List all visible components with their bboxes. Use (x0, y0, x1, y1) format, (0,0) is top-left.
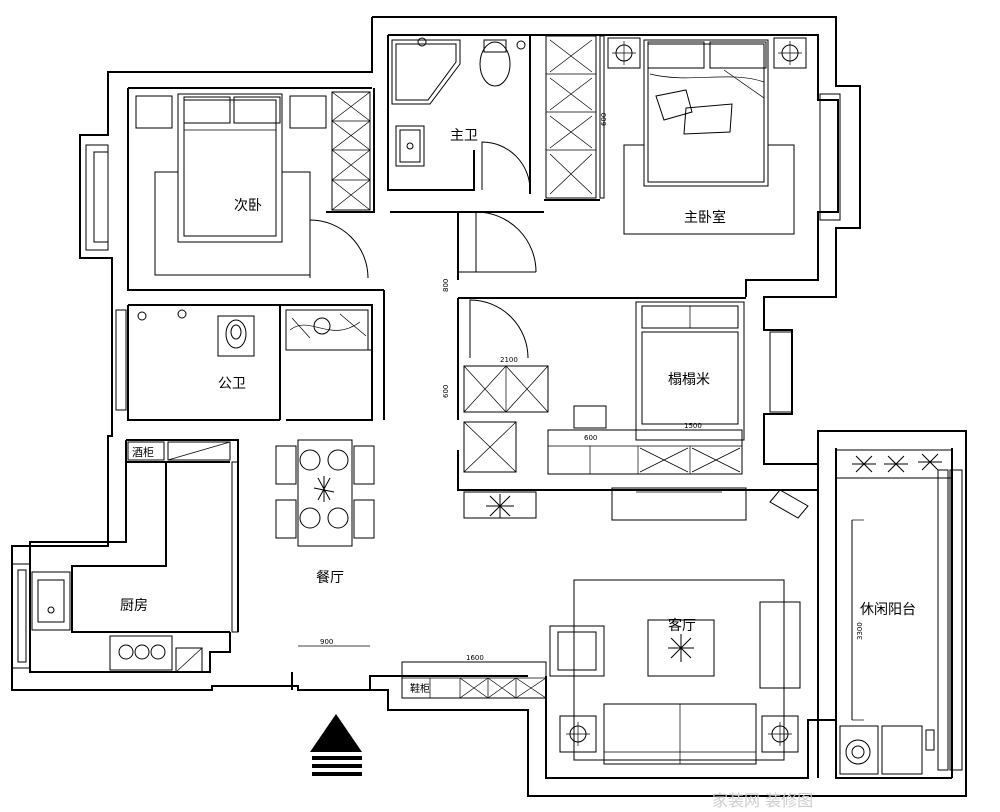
floor-drain-icon (516, 40, 526, 50)
living-room: 客厅 (463, 487, 809, 765)
public-bath: 公卫 (137, 309, 372, 392)
dim-shoe: 1600 (466, 654, 484, 662)
master-wardrobe: 600 (545, 35, 608, 199)
plant-icon (486, 494, 514, 518)
shoe-cabinet: 鞋柜 1600 (401, 654, 547, 699)
room-label-kitchen: 厨房 (120, 598, 148, 614)
windows (11, 93, 963, 771)
room-label-tatami: 榻榻米 (668, 372, 710, 388)
room-label-master-bath: 主卫 (450, 128, 478, 144)
watermark: 家装网 装修图 (712, 791, 813, 810)
dining-chairs (275, 445, 375, 539)
dim-bath-partition: 2100 (500, 356, 518, 364)
lamp-left (559, 715, 597, 753)
nightstand-lamp-left (607, 37, 641, 69)
room-label-master-bedroom: 主卧室 (684, 209, 726, 226)
kitchen: 酒柜 厨房 (31, 441, 239, 673)
room-label-public-bath: 公卫 (218, 376, 246, 392)
master-bedroom: 主卧室 800 (442, 37, 807, 292)
washing-machine-icon (845, 739, 871, 765)
dim-tatami-bed: 1500 (684, 422, 702, 430)
dim-tatami-shelf: 600 (584, 434, 597, 442)
second-bedroom: 次卧 (135, 91, 371, 279)
dim-balcony: 3300 (856, 622, 864, 640)
shower-icon (177, 309, 187, 319)
room-label-balcony: 休闲阳台 (860, 602, 916, 618)
master-bath: 主卫 (391, 37, 531, 191)
floor-drain-icon (137, 311, 147, 321)
dim-master-hall: 800 (442, 279, 450, 292)
nightstand-lamp-right (773, 37, 807, 69)
lamp-right (761, 715, 799, 753)
dim-entry: 900 (320, 638, 333, 646)
exterior-walls (11, 16, 967, 797)
room-label-dining: 餐厅 (316, 570, 344, 586)
shower-icon (417, 37, 427, 47)
balcony-plants (852, 453, 942, 473)
interior-walls (71, 35, 818, 633)
dim-bedroom-wall: 600 (600, 113, 608, 126)
room-label-living: 客厅 (668, 617, 696, 634)
balcony: 休闲阳台 3300 (835, 449, 953, 775)
shoe-cabinet-label: 鞋柜 (410, 682, 430, 695)
flower-icon (313, 476, 335, 502)
flower-icon (668, 634, 694, 662)
wardrobe-grid (331, 91, 371, 211)
wine-cabinet-label: 酒柜 (132, 446, 154, 459)
dining-area: 餐厅 900 (275, 439, 375, 647)
tatami-room: 榻榻米 600 600 1500 2100 (442, 299, 745, 475)
phone-icon (769, 489, 809, 519)
room-label-second-bedroom: 次卧 (234, 198, 262, 214)
entrance-arrow-icon (310, 714, 362, 776)
dim-tatami-side: 600 (442, 385, 450, 398)
